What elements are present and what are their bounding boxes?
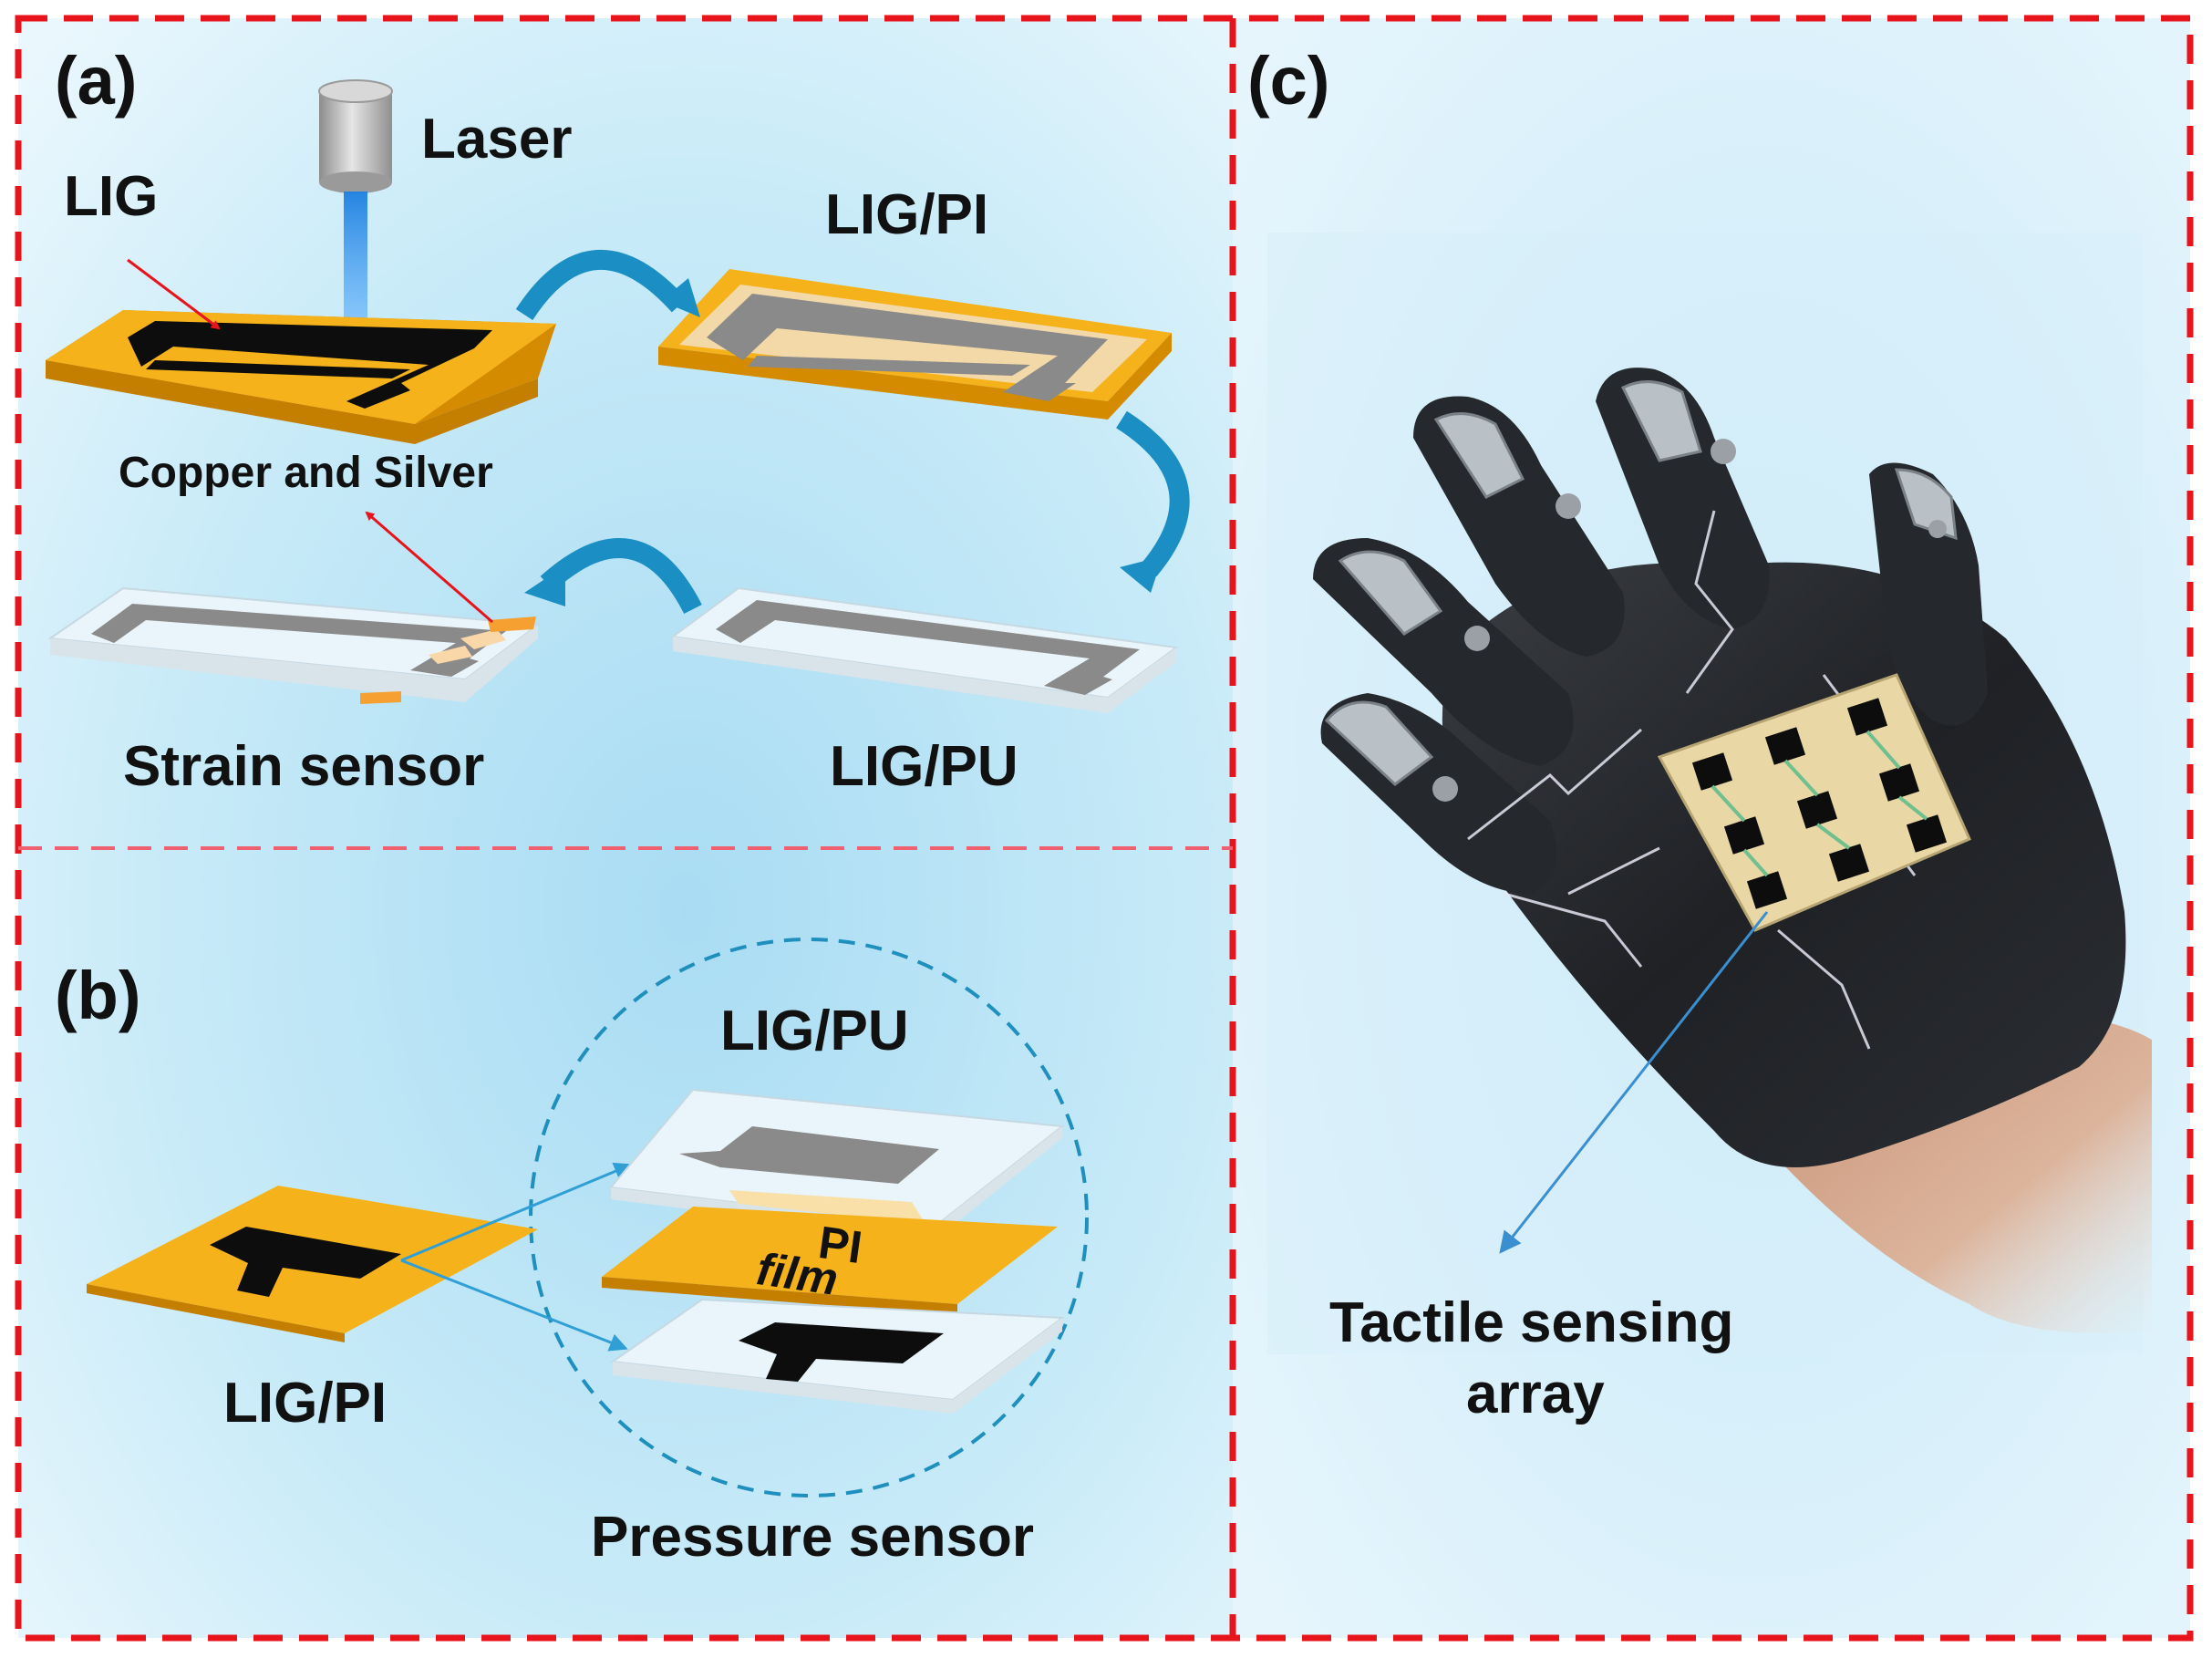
lig-pointer-arrow xyxy=(127,258,221,330)
lig-pi-substrate-peeled xyxy=(658,269,1172,420)
lig-pu-substrate xyxy=(670,586,1179,713)
tactile-sensing-array xyxy=(1657,673,1971,932)
pressure-sensor-label: Pressure sensor xyxy=(591,1506,1034,1569)
laser-label: Laser xyxy=(421,108,573,171)
pressure-sensor-zoom-circle xyxy=(529,938,1089,1497)
lig-label: LIG xyxy=(64,165,159,228)
flow-arrow-1 xyxy=(515,250,700,321)
bottom-electrode-arrow xyxy=(400,1259,628,1352)
pi-film-spacer xyxy=(602,1207,1058,1315)
copper-silver-pointer-arrow xyxy=(365,511,493,624)
flow-arrow-2 xyxy=(1116,410,1190,593)
pi-film-label-line2: film xyxy=(753,1243,842,1305)
laser-beam xyxy=(344,192,367,337)
tactile-label-line1: Tactile sensing xyxy=(1329,1291,1734,1354)
copper-silver-label: Copper and Silver xyxy=(119,449,493,497)
bottom-lig-pu-sheet xyxy=(610,1298,1065,1414)
lig-pi-label-b: LIG/PI xyxy=(223,1372,388,1435)
panel-borders xyxy=(15,15,2194,1642)
strain-sensor-device xyxy=(47,586,541,704)
strain-sensor-label: Strain sensor xyxy=(123,735,485,798)
top-electrode-arrow xyxy=(400,1162,633,1262)
laser-head-icon xyxy=(318,79,393,193)
flow-arrow-3 xyxy=(524,538,702,615)
tactile-label-line2: array xyxy=(1466,1363,1605,1425)
tactile-array-pointer-arrow xyxy=(1499,911,1769,1254)
panel-a-letter: (a) xyxy=(55,43,138,119)
panel-c-letter: (c) xyxy=(1247,43,1330,119)
lig-pu-label-b: LIG/PU xyxy=(720,1000,909,1062)
panel-b-letter: (b) xyxy=(55,958,141,1033)
lig-pi-substrate-laser xyxy=(46,310,556,444)
lig-pu-label-a: LIG/PU xyxy=(830,735,1018,798)
lig-pi-pressure-sheet xyxy=(87,1186,538,1342)
lig-pi-label-a: LIG/PI xyxy=(825,183,989,246)
